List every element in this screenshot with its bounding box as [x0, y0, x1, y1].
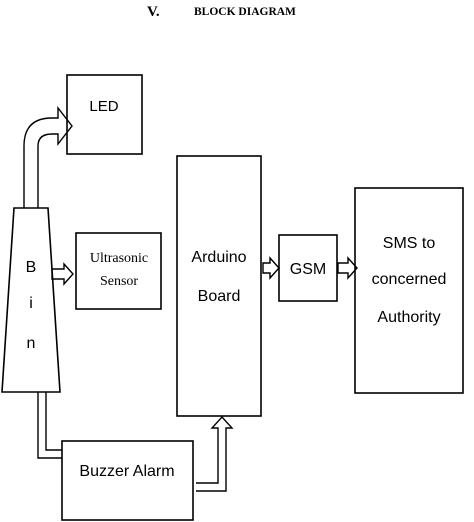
gsm-label: GSM	[290, 261, 326, 278]
gsm-block	[278, 234, 338, 302]
bin-letter-i: i	[29, 295, 33, 312]
led-label: LED	[89, 98, 118, 115]
arduino-label-line1: Arduino	[191, 249, 246, 266]
buzzer-alarm-block	[61, 440, 194, 521]
arrow-arduino-to-gsm	[262, 256, 280, 280]
ultrasonic-label-line1: Ultrasonic	[90, 251, 148, 266]
bin-shape	[1, 207, 61, 393]
arduino-board-block	[176, 155, 262, 417]
bin-letter-n: n	[27, 335, 36, 352]
connector-bin-to-buzzer	[37, 392, 62, 459]
arrow-buzzer-to-arduino	[196, 415, 234, 492]
bin-letter-b: B	[26, 259, 37, 276]
heading-title: BLOCK DIAGRAM	[194, 6, 296, 18]
arrow-bin-to-led	[23, 105, 73, 208]
arduino-label-line2: Board	[198, 288, 241, 305]
arrow-gsm-to-sms	[337, 256, 358, 280]
ultrasonic-sensor-block	[75, 232, 162, 310]
heading-numeral: V.	[147, 4, 160, 20]
sms-label-line2: concerned	[372, 271, 447, 288]
sms-label-line1: SMS to	[383, 235, 436, 252]
arrow-bin-to-sensor	[51, 262, 74, 286]
buzzer-label: Buzzer Alarm	[79, 463, 174, 480]
sms-label-line3: Authority	[377, 309, 440, 326]
sms-authority-block	[354, 187, 464, 394]
ultrasonic-label-line2: Sensor	[100, 274, 138, 289]
led-block	[66, 74, 143, 155]
